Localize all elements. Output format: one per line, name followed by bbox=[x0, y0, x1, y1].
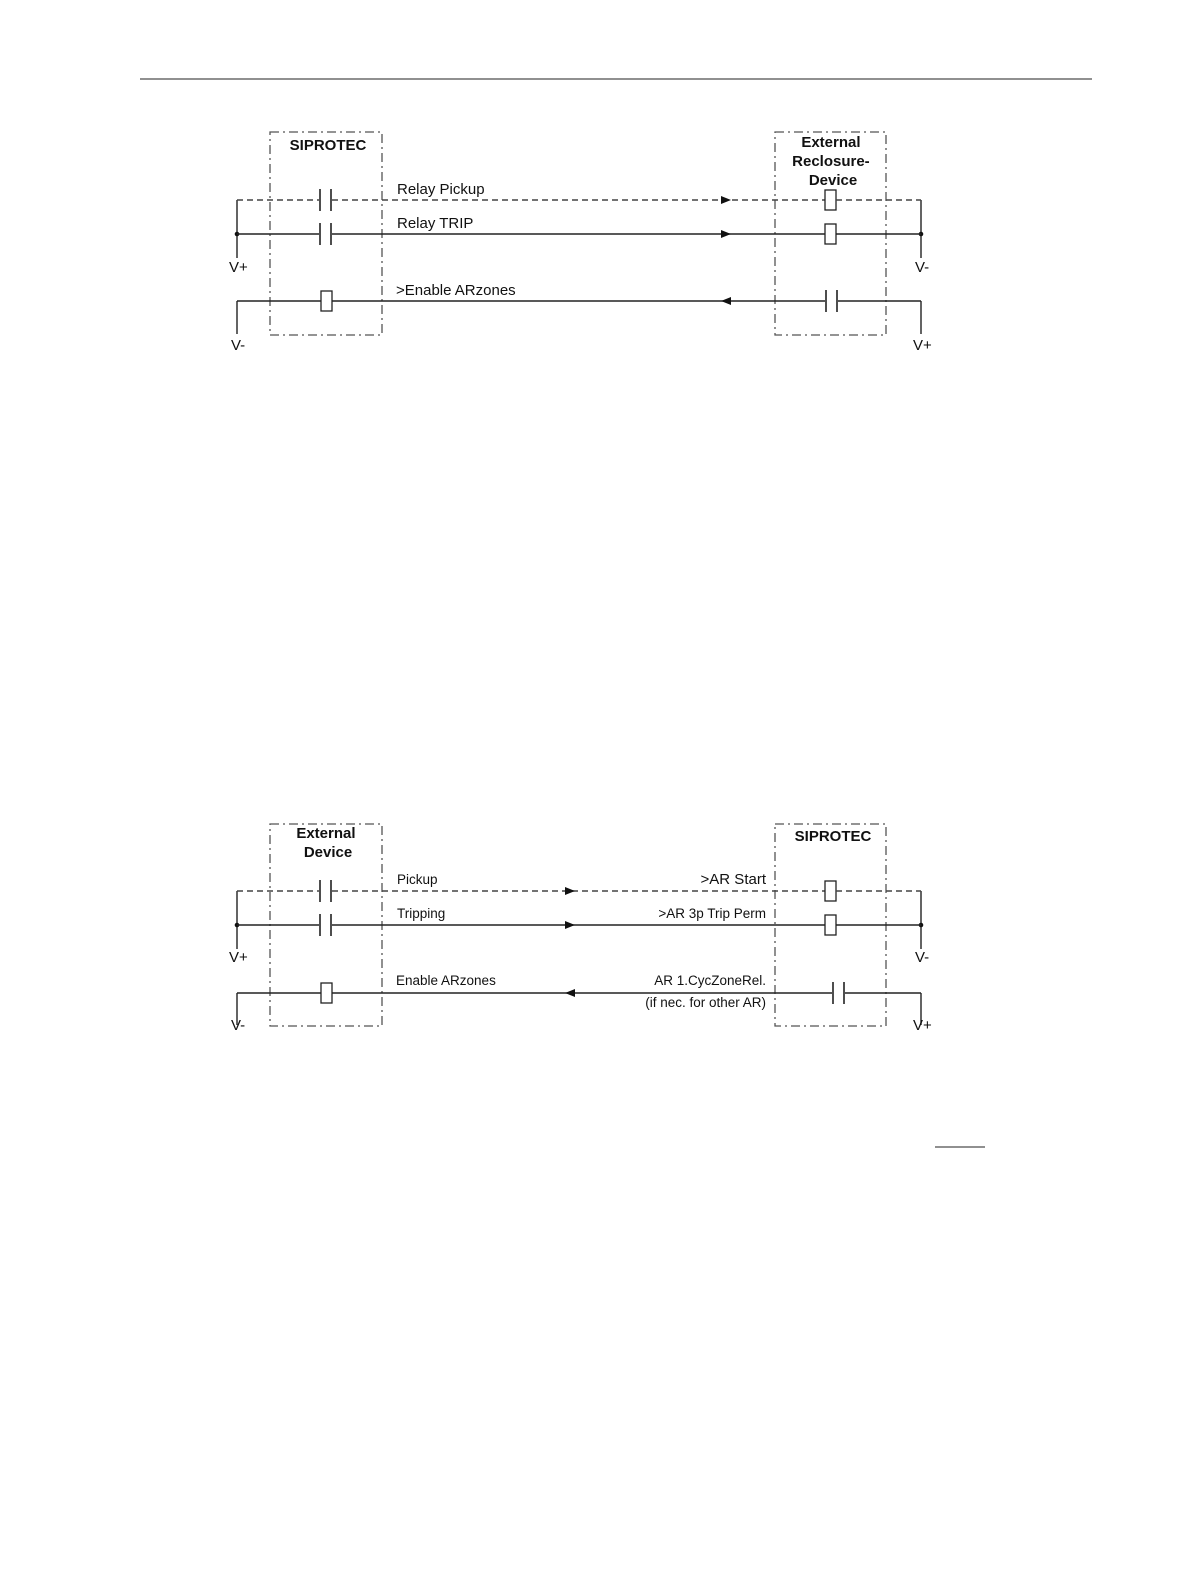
relay-coil-icon bbox=[825, 915, 836, 935]
relay-coil-icon bbox=[321, 291, 332, 311]
diagram-1: SIPROTEC External Reclosure- Device Rela… bbox=[229, 132, 932, 354]
signal-enable-arzones: Enable ARzones AR 1.CycZoneRel. (if nec.… bbox=[237, 973, 921, 1025]
supply-label: V- bbox=[915, 949, 929, 966]
right-box-title-line: External bbox=[801, 134, 860, 151]
signal-right-label: >AR 3p Trip Perm bbox=[658, 906, 766, 921]
signal-label: Tripping bbox=[397, 906, 445, 921]
diagram-2: External Device SIPROTEC Pickup >AR Star… bbox=[229, 824, 932, 1034]
signal-label: Relay Pickup bbox=[397, 181, 485, 198]
signal-enable-arzones: >Enable ARzones bbox=[237, 282, 921, 334]
left-box-title-line: External bbox=[296, 825, 355, 842]
supply-label: V+ bbox=[913, 337, 932, 354]
right-box-title: External Reclosure- Device bbox=[792, 134, 874, 189]
relay-coil-icon bbox=[825, 881, 836, 901]
signal-label: >Enable ARzones bbox=[396, 282, 516, 299]
signal-right-note: (if nec. for other AR) bbox=[645, 995, 766, 1010]
left-box-title: SIPROTEC bbox=[290, 137, 367, 154]
right-box-title-line: Device bbox=[809, 172, 857, 189]
right-box-title-line: SIPROTEC bbox=[795, 828, 872, 845]
arrow-left-icon bbox=[565, 989, 575, 997]
supply-label: V+ bbox=[913, 1017, 932, 1034]
signal-relay-trip: Relay TRIP bbox=[237, 215, 921, 245]
signal-label: Pickup bbox=[397, 872, 438, 887]
right-box-title-line: Reclosure- bbox=[792, 153, 870, 170]
left-box-title-line: Device bbox=[304, 844, 352, 861]
arrow-right-icon bbox=[721, 196, 731, 204]
relay-coil-icon bbox=[321, 983, 332, 1003]
relay-coil-icon bbox=[825, 190, 836, 210]
arrow-right-icon bbox=[721, 230, 731, 238]
supply-label: V- bbox=[915, 259, 929, 276]
left-box-title-line: SIPROTEC bbox=[290, 137, 367, 154]
supply-label: V- bbox=[231, 337, 245, 354]
arrow-right-icon bbox=[565, 887, 575, 895]
supply-label: V- bbox=[231, 1017, 245, 1034]
left-box-title: External Device bbox=[296, 825, 359, 861]
arrow-right-icon bbox=[565, 921, 575, 929]
signal-label: Enable ARzones bbox=[396, 973, 496, 988]
supply-label: V+ bbox=[229, 259, 248, 276]
signal-label: Relay TRIP bbox=[397, 215, 473, 232]
signal-tripping: Tripping >AR 3p Trip Perm bbox=[237, 906, 921, 936]
signal-right-label: AR 1.CycZoneRel. bbox=[654, 973, 766, 988]
right-box-title: SIPROTEC bbox=[795, 828, 872, 845]
relay-coil-icon bbox=[825, 224, 836, 244]
arrow-left-icon bbox=[721, 297, 731, 305]
signal-right-label: >AR Start bbox=[701, 871, 767, 888]
signal-pickup: Pickup >AR Start bbox=[237, 871, 921, 902]
supply-label: V+ bbox=[229, 949, 248, 966]
